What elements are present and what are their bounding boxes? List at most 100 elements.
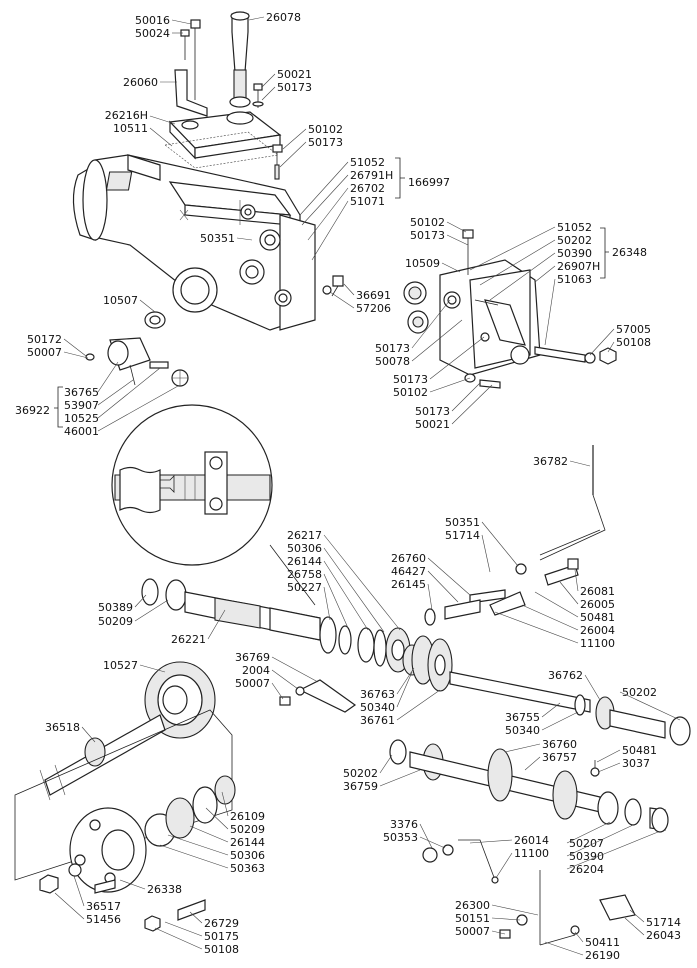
brace-166997 <box>395 157 405 199</box>
label-26204: 26204 <box>569 863 604 876</box>
label-50202: 50202 <box>557 234 592 247</box>
label-50007: 50007 <box>455 925 490 938</box>
callout-box <box>14 709 233 881</box>
label-26702: 26702 <box>350 182 385 195</box>
label-50108: 50108 <box>204 943 239 956</box>
lever-26190 <box>499 870 636 946</box>
label-50102: 50102 <box>308 123 343 136</box>
label-26729: 26729 <box>204 917 239 930</box>
label-50363: 50363 <box>230 862 265 875</box>
shift-lever-assembly <box>174 11 264 117</box>
label-51071: 51071 <box>350 195 385 208</box>
label-26190: 26190 <box>585 949 620 962</box>
label-50351: 50351 <box>200 232 235 245</box>
label-51052: 51052 <box>350 156 385 169</box>
label-57005: 57005 <box>616 323 651 336</box>
label-50007: 50007 <box>235 677 270 690</box>
label-50173: 50173 <box>277 81 312 94</box>
label-36691: 36691 <box>356 289 391 302</box>
detail-magnifier <box>111 404 316 606</box>
label-3376: 3376 <box>390 818 418 831</box>
input-shaft <box>141 578 422 676</box>
label-50016: 50016 <box>135 14 170 27</box>
label-36765: 36765 <box>64 386 99 399</box>
label-50209: 50209 <box>98 615 133 628</box>
label-50102: 50102 <box>393 386 428 399</box>
label-36922: 36922 <box>15 404 50 417</box>
label-36755: 36755 <box>505 711 540 724</box>
label-36760: 36760 <box>542 738 577 751</box>
label-26221: 26221 <box>171 633 206 646</box>
label-50172: 50172 <box>27 333 62 346</box>
label-50173: 50173 <box>410 229 445 242</box>
label-26760: 26760 <box>391 552 426 565</box>
label-50389: 50389 <box>98 601 133 614</box>
label-26144: 26144 <box>230 836 265 849</box>
label-36762: 36762 <box>548 669 583 682</box>
label-36763: 36763 <box>360 688 395 701</box>
label-26004: 26004 <box>580 624 615 637</box>
label-50207: 50207 <box>569 837 604 850</box>
flange-assembly <box>39 775 236 932</box>
label-10525: 10525 <box>64 412 99 425</box>
countershaft <box>389 739 669 833</box>
label-53907: 53907 <box>64 399 99 412</box>
label-10507: 10507 <box>103 294 138 307</box>
label-10511: 10511 <box>113 122 148 135</box>
label-26217: 26217 <box>287 529 322 542</box>
label-50481: 50481 <box>580 611 615 624</box>
label-11100: 11100 <box>514 847 549 860</box>
selector-fork <box>279 679 357 713</box>
label-26300: 26300 <box>455 899 490 912</box>
side-cover-assembly <box>85 311 189 387</box>
output-shaft <box>449 671 691 746</box>
label-3037: 3037 <box>622 757 650 770</box>
label-51456: 51456 <box>86 913 121 926</box>
label-51063: 51063 <box>557 273 592 286</box>
label-50021: 50021 <box>277 68 312 81</box>
label-50024: 50024 <box>135 27 170 40</box>
label-50202: 50202 <box>343 767 378 780</box>
label-51052: 51052 <box>557 221 592 234</box>
label-26348: 26348 <box>612 246 647 259</box>
label-50151: 50151 <box>455 912 490 925</box>
pinion-gear-assembly <box>39 661 216 801</box>
gear-cluster-middle <box>411 635 453 692</box>
label-26338: 26338 <box>147 883 182 896</box>
label-36757: 36757 <box>542 751 577 764</box>
label-50306: 50306 <box>287 542 322 555</box>
label-36782: 36782 <box>533 455 568 468</box>
label-36769: 36769 <box>235 651 270 664</box>
label-46001: 46001 <box>64 425 99 438</box>
label-50411: 50411 <box>585 936 620 949</box>
lever-26014 <box>422 839 499 884</box>
label-50173: 50173 <box>415 405 450 418</box>
label-166997: 166997 <box>408 176 450 189</box>
label-26014: 26014 <box>514 834 549 847</box>
label-26005: 26005 <box>580 598 615 611</box>
top-cover-plate <box>164 111 283 180</box>
label-50175: 50175 <box>204 930 239 943</box>
label-50340: 50340 <box>505 724 540 737</box>
label-46427: 46427 <box>391 565 426 578</box>
label-2004: 2004 <box>242 664 270 677</box>
label-50306: 50306 <box>230 849 265 862</box>
brace-36922 <box>54 386 63 428</box>
gearbox-housing <box>72 154 344 331</box>
label-50353: 50353 <box>383 831 418 844</box>
label-26758: 26758 <box>287 568 322 581</box>
label-50108: 50108 <box>616 336 651 349</box>
label-50102: 50102 <box>410 216 445 229</box>
label-50481: 50481 <box>622 744 657 757</box>
label-10509: 10509 <box>405 257 440 270</box>
label-50202: 50202 <box>622 686 657 699</box>
label-51714: 51714 <box>646 916 681 929</box>
label-50007: 50007 <box>27 346 62 359</box>
label-26078: 26078 <box>266 11 301 24</box>
label-26216H: 26216H <box>104 109 148 122</box>
label-50209: 50209 <box>230 823 265 836</box>
label-36759: 36759 <box>343 780 378 793</box>
label-26144: 26144 <box>287 555 322 568</box>
